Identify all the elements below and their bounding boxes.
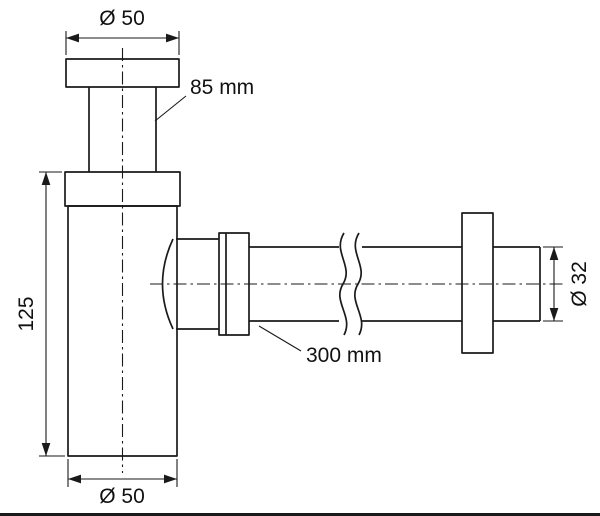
dim-label-bottom-diameter: Ø 50 xyxy=(99,485,145,508)
body-cylinder xyxy=(67,205,178,457)
pipe-break-line-right xyxy=(353,232,363,336)
leader-inlet-length: 85 mm xyxy=(154,76,254,122)
dimension-body-height: 125 xyxy=(15,171,65,457)
center-lines xyxy=(121,48,564,473)
image-bottom-border xyxy=(0,513,600,516)
dim-label-outlet-length: 300 mm xyxy=(306,344,382,367)
dim-label-top-diameter: Ø 50 xyxy=(99,7,145,30)
wall-flange xyxy=(461,212,494,354)
dim-label-body-height: 125 xyxy=(15,296,38,331)
compression-nut xyxy=(218,232,250,336)
trap-body xyxy=(64,171,181,457)
leader-line xyxy=(154,95,187,122)
leader-line xyxy=(258,325,302,352)
dim-label-inlet-length: 85 mm xyxy=(190,76,254,99)
outlet-connector xyxy=(176,232,250,336)
dimension-top-diameter: Ø 50 xyxy=(65,7,180,55)
dimension-outlet-diameter: Ø 32 xyxy=(543,246,591,322)
dim-label-outlet-diameter: Ø 32 xyxy=(568,261,591,307)
pipe-break-line-left xyxy=(338,232,348,336)
top-flange xyxy=(65,58,180,88)
leader-outlet-length: 300 mm xyxy=(258,325,382,367)
outlet-pipe xyxy=(249,212,541,354)
outlet-socket-arc xyxy=(161,238,174,330)
dimension-bottom-diameter: Ø 50 xyxy=(67,459,178,508)
inlet-assembly xyxy=(65,58,180,172)
